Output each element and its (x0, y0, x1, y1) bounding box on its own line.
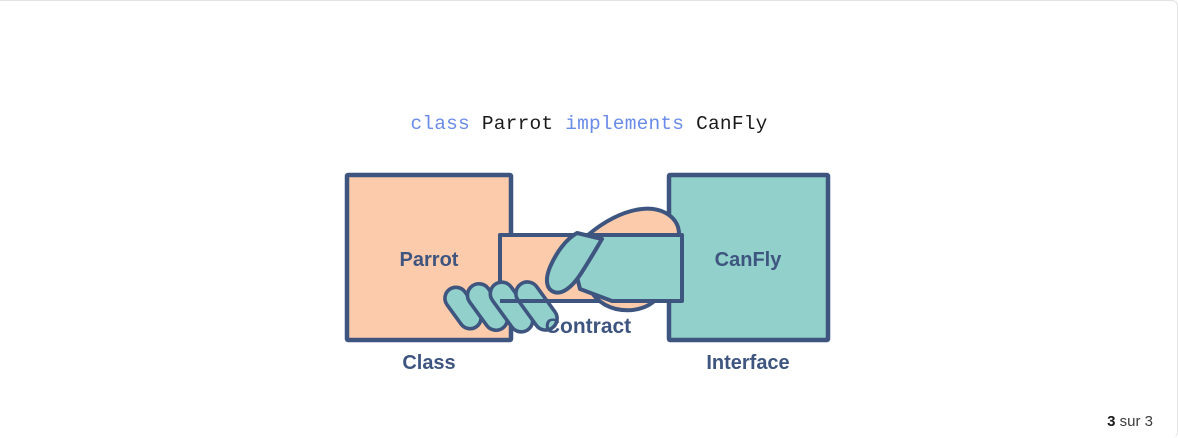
code-space-3 (684, 113, 696, 135)
right-fingers (443, 280, 559, 334)
diagram-svg: Parrot CanFly (344, 172, 831, 374)
code-space-2 (553, 113, 565, 135)
class-box-label: Parrot (400, 249, 459, 271)
code-keyword-implements: implements (565, 113, 685, 135)
page-indicator: 3 sur 3 (1107, 413, 1153, 430)
code-interface-name: CanFly (696, 113, 768, 135)
page-current: 3 (1107, 413, 1116, 430)
interface-box-group[interactable]: CanFly (666, 172, 831, 343)
handshake-icon (443, 206, 684, 334)
class-caption: Class (402, 352, 455, 374)
interface-caption: Interface (706, 352, 789, 374)
implements-diagram: Parrot CanFly (330, 161, 850, 381)
code-class-name: Parrot (481, 113, 554, 135)
code-keyword-class: class (410, 113, 470, 135)
contract-label: Contract (545, 315, 631, 338)
page-separator: sur (1115, 413, 1145, 430)
interface-box-label: CanFly (715, 249, 783, 271)
right-thumb (544, 231, 604, 295)
code-caption: class Parrot implements CanFly (0, 113, 1177, 135)
code-space-1 (470, 113, 482, 135)
page-total: 3 (1144, 413, 1153, 430)
